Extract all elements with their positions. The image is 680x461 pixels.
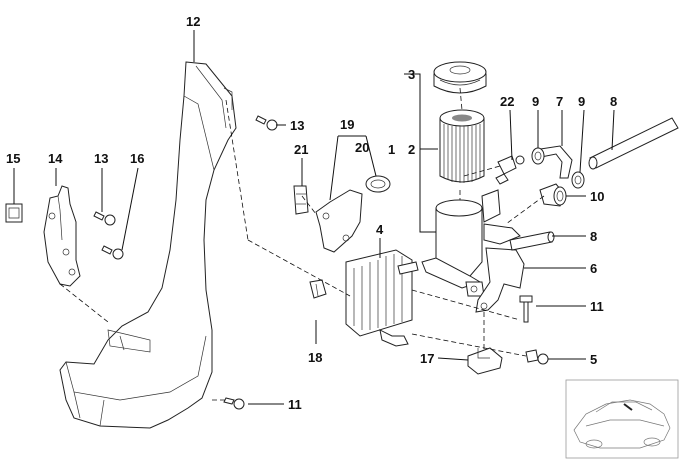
car-thumbnail [565, 379, 679, 459]
callout-13-top: 13 [290, 118, 304, 133]
nut-clip-part-21 [293, 185, 309, 215]
callout-16: 16 [130, 151, 144, 166]
filter-cap-part-3 [433, 61, 487, 94]
callout-13-left: 13 [94, 151, 108, 166]
callout-14: 14 [48, 151, 63, 166]
callout-9-left: 9 [532, 94, 539, 109]
callout-10: 10 [590, 189, 604, 204]
screw-part-16 [101, 245, 124, 260]
callout-2: 2 [408, 142, 415, 157]
leader-lines [13, 30, 615, 405]
callout-9-right: 9 [578, 94, 585, 109]
hose-clamp-part-9-right [571, 171, 585, 189]
support-bracket-part-6 [475, 247, 525, 313]
screw-part-13-top [255, 115, 278, 131]
callout-7: 7 [556, 94, 563, 109]
fitting-part-22 [495, 155, 525, 185]
callout-12: 12 [186, 14, 200, 29]
callout-22: 22 [500, 94, 514, 109]
callout-labels: 12 15 14 13 16 13 21 19 20 3 1 2 4 22 9 … [6, 14, 617, 412]
callout-6: 6 [590, 261, 597, 276]
clip-part-18 [309, 279, 327, 299]
hose-part-8-long [588, 117, 679, 170]
callout-11-right: 11 [590, 299, 604, 314]
callout-18: 18 [308, 350, 322, 365]
hose-clamp-part-20 [365, 175, 391, 193]
bracket-part-14 [43, 185, 81, 287]
callout-1: 1 [388, 142, 395, 157]
screw-part-11-bottom [223, 397, 245, 410]
hose-part-8-short [509, 231, 555, 251]
oil-cooler-part-4 [345, 249, 419, 347]
assembly-dashed-lines [59, 87, 545, 401]
air-duct-part-12 [59, 61, 237, 429]
callout-19: 19 [340, 117, 354, 132]
callout-8-bottom: 8 [590, 229, 597, 244]
callout-11-bottom: 11 [288, 397, 302, 412]
screw-part-13-left [93, 211, 116, 226]
valve-part-10 [539, 183, 567, 207]
callout-17: 17 [420, 351, 434, 366]
nut-plate-part-17 [467, 347, 503, 375]
filter-element-part-2 [439, 109, 485, 183]
filter-housing-part-1 [421, 189, 521, 297]
callout-20: 20 [355, 140, 369, 155]
bolt-part-5 [525, 349, 549, 365]
bracket-part-19 [315, 189, 363, 253]
callout-5: 5 [590, 352, 597, 367]
bolt-part-11-right [519, 295, 533, 323]
hose-clamp-part-9-left [531, 147, 545, 165]
callout-21: 21 [294, 142, 308, 157]
callout-8-top: 8 [610, 94, 617, 109]
callout-15: 15 [6, 151, 20, 166]
clip-part-15 [5, 203, 23, 223]
callout-3: 3 [408, 67, 415, 82]
callout-4: 4 [376, 222, 384, 237]
